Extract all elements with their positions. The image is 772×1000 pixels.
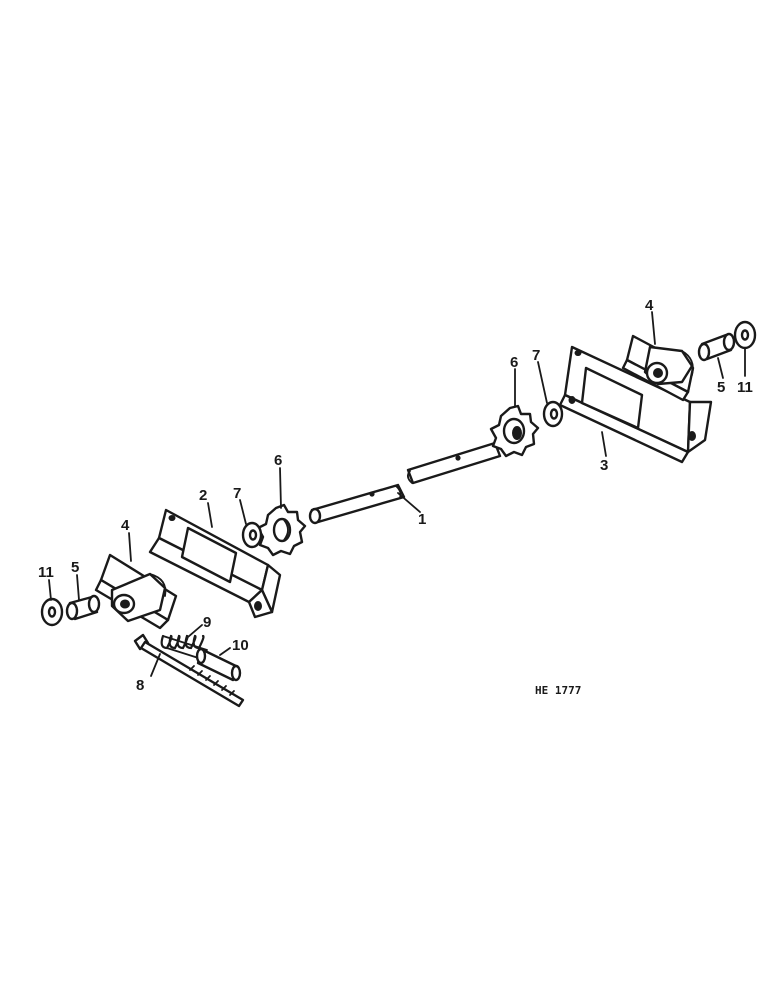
callout-5-right: 5: [717, 379, 725, 396]
callout-8: 8: [136, 677, 144, 694]
callout-7-left: 7: [233, 485, 241, 502]
callout-labels: 1 2 3 4 4 5 5 6 6 7 7 8 9 10 11 11: [38, 297, 753, 694]
callout-7-right: 7: [532, 347, 540, 364]
callout-5-left: 5: [71, 559, 79, 576]
leader-lines: [48, 311, 746, 677]
latch-right-part-4: [621, 334, 695, 402]
callout-3: 3: [600, 457, 608, 474]
sprocket-right-part-6: [489, 404, 540, 458]
sprocket-left-part-6: [256, 503, 307, 557]
sleeve-part-10: [195, 647, 242, 682]
callout-9: 9: [203, 614, 211, 631]
washer-right-part-11: [733, 320, 757, 350]
washer-right-part-7: [542, 400, 564, 428]
callout-6-left: 6: [274, 452, 282, 469]
callout-11-right: 11: [737, 379, 753, 396]
callout-1: 1: [418, 511, 426, 528]
bushing-right-part-5: [697, 332, 736, 362]
washer-left-part-7: [241, 521, 263, 549]
latch-left-part-4: [94, 553, 178, 630]
reference-code: HE 1777: [535, 684, 581, 697]
callout-11-left: 11: [38, 564, 54, 581]
bushing-left-part-5: [65, 594, 101, 621]
callout-10: 10: [232, 637, 249, 654]
washer-left-part-11: [40, 597, 64, 627]
callout-4-left: 4: [121, 517, 130, 534]
callout-4-right: 4: [645, 297, 654, 314]
bracket-left-part-2: [148, 508, 282, 619]
callout-6-right: 6: [510, 354, 518, 371]
callout-2: 2: [199, 487, 207, 504]
shaft-part-1: [308, 441, 502, 525]
bolt-part-8: [133, 633, 245, 708]
